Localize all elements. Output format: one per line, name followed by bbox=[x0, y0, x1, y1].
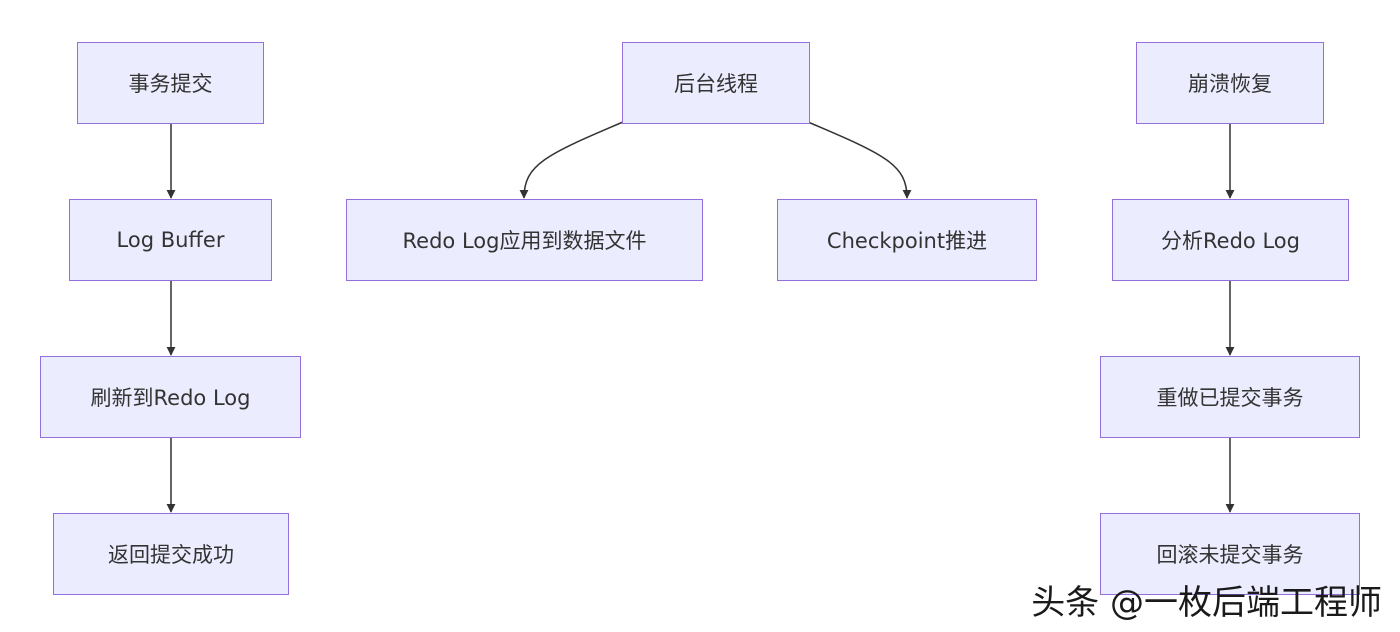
node-apply-redo-log: Redo Log应用到数据文件 bbox=[346, 199, 703, 281]
node-background-thread: 后台线程 bbox=[622, 42, 810, 124]
node-analyze-redo-log-label: 分析Redo Log bbox=[1161, 229, 1300, 253]
node-background-thread-label: 后台线程 bbox=[674, 72, 758, 96]
node-commit: 事务提交 bbox=[77, 42, 264, 124]
node-return-commit-success: 返回提交成功 bbox=[53, 513, 289, 595]
node-checkpoint-advance: Checkpoint推进 bbox=[777, 199, 1037, 281]
node-rollback-uncommitted-label: 回滚未提交事务 bbox=[1156, 543, 1304, 567]
node-commit-label: 事务提交 bbox=[128, 72, 213, 96]
node-checkpoint-advance-label: Checkpoint推进 bbox=[826, 229, 988, 253]
node-return-commit-success-label: 返回提交成功 bbox=[108, 543, 234, 567]
node-analyze-redo-log: 分析Redo Log bbox=[1112, 199, 1349, 281]
node-flush-redo-log: 刷新到Redo Log bbox=[40, 356, 301, 438]
node-log-buffer: Log Buffer bbox=[69, 199, 272, 281]
node-apply-redo-log-label: Redo Log应用到数据文件 bbox=[402, 229, 647, 253]
node-redo-committed-label: 重做已提交事务 bbox=[1156, 386, 1304, 410]
node-rollback-uncommitted: 回滚未提交事务 bbox=[1100, 513, 1360, 595]
node-crash-recovery-label: 崩溃恢复 bbox=[1188, 72, 1272, 96]
node-redo-committed: 重做已提交事务 bbox=[1100, 356, 1360, 438]
node-log-buffer-label: Log Buffer bbox=[116, 228, 225, 252]
watermark-text: 头条 @一枚后端工程师 bbox=[1031, 583, 1382, 623]
edge-background-to-checkpoint bbox=[807, 121, 912, 199]
node-crash-recovery: 崩溃恢复 bbox=[1136, 42, 1324, 124]
edge-background-to-apply-redo bbox=[519, 121, 624, 199]
node-flush-redo-log-label: 刷新到Redo Log bbox=[90, 386, 251, 410]
